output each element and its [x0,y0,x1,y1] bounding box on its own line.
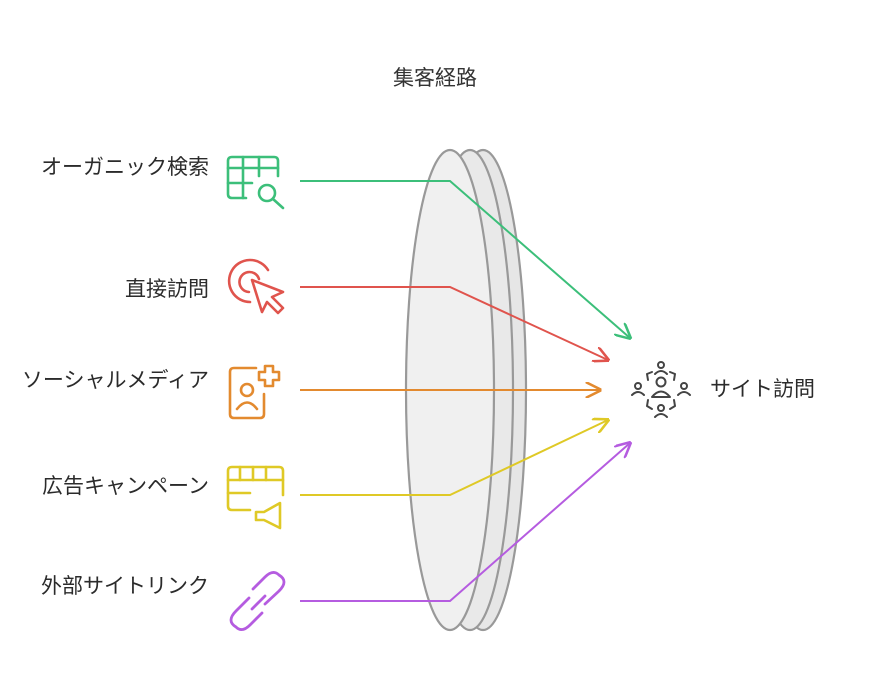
flow-line-organic [300,180,630,338]
flow-line-direct [300,286,608,360]
diagram-title: 集客経路 [393,66,477,90]
destination-label: サイト訪問 [710,377,815,401]
flow-line-external [300,443,630,602]
source-label-organic: オーガニック検索 [41,155,209,179]
social-profile-add-icon [228,364,281,420]
source-label-ads: 広告キャンペーン [42,474,209,498]
source-label-social: ソーシャルメディア [21,368,209,392]
source-label-direct: 直接訪問 [125,277,209,301]
ad-campaign-megaphone-icon [226,465,285,530]
table-search-icon [226,155,285,210]
people-network-icon [631,361,691,418]
link-chain-icon [229,571,286,631]
click-target-icon [227,258,285,315]
flow-line-ads [300,420,608,496]
source-label-external: 外部サイトリンク [41,574,209,598]
